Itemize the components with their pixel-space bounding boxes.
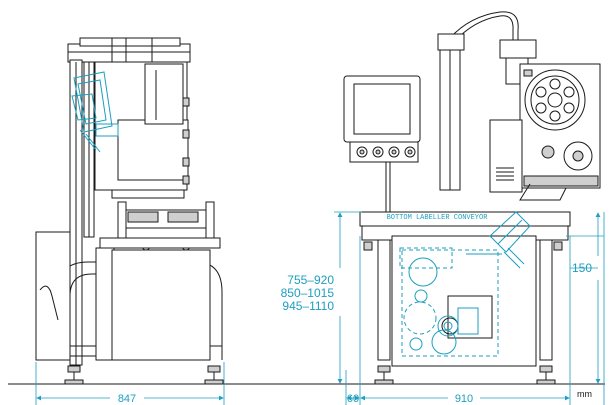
side-view — [35, 37, 224, 385]
unit-label: mm — [577, 389, 592, 399]
conveyor-height-2: 850–1015 — [281, 286, 335, 300]
side-width-label: 847 — [118, 393, 136, 405]
labeller-offset-label: 150 — [572, 261, 592, 275]
front-offset-label: 60 — [347, 393, 359, 405]
conveyor-label: BOTTOM LABELLER CONVEYOR — [387, 214, 489, 222]
front-dimensions — [334, 211, 605, 405]
front-view — [343, 11, 601, 385]
conveyor-height-1: 755–920 — [287, 273, 334, 287]
side-width-dimension — [35, 362, 225, 405]
conveyor-height-3: 945–1110 — [282, 299, 334, 313]
front-width-label: 910 — [455, 393, 473, 405]
